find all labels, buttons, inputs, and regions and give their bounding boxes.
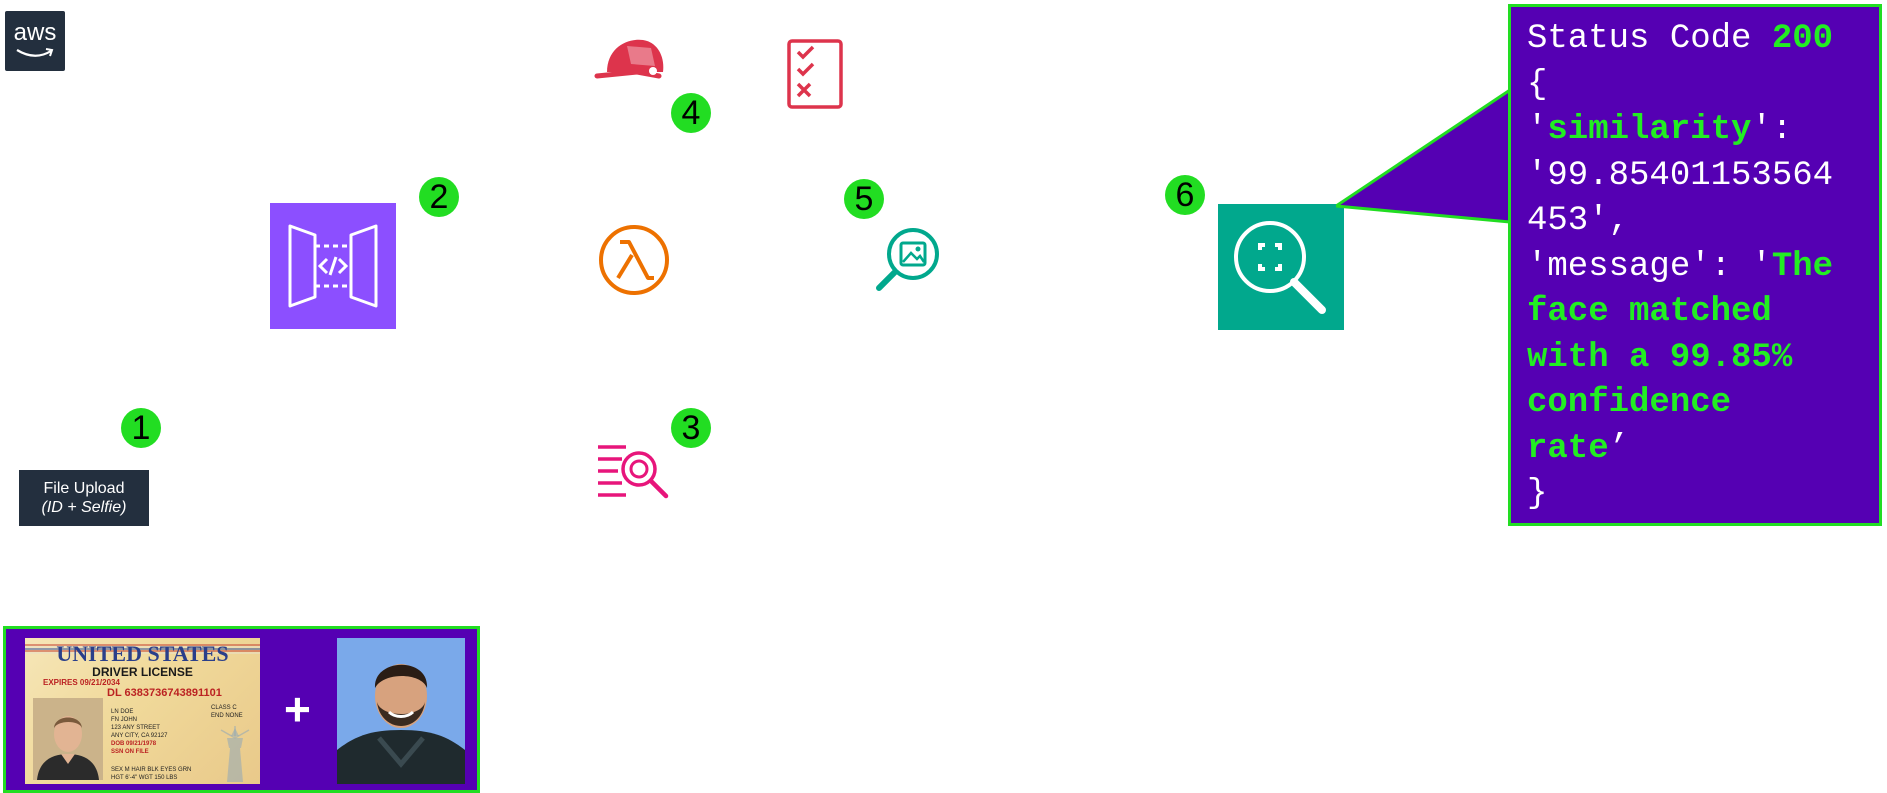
- aws-logo-text: aws: [13, 19, 57, 46]
- response-close-brace: }: [1527, 475, 1548, 513]
- checklist-icon: [787, 39, 843, 109]
- file-upload-button[interactable]: File Upload (ID + Selfie): [19, 470, 149, 526]
- rekognition-icon: [1218, 204, 1344, 330]
- id-card-dl: DL 6383736743891101: [107, 687, 222, 699]
- id-card-address: 123 ANY STREET: [111, 725, 160, 731]
- message-key: 'message': ': [1527, 247, 1772, 286]
- id-card-country: UNITED STATES: [56, 641, 229, 666]
- id-card-photo: [33, 698, 103, 780]
- id-card-expires: EXPIRES 09/21/2034: [43, 678, 120, 687]
- api-response-panel: Status Code 200 { 'similarity': '99.8540…: [1508, 4, 1882, 526]
- message-line4: confidence: [1527, 384, 1732, 422]
- message-close-quote: ’: [1608, 429, 1630, 468]
- step-badge-6: 6: [1165, 175, 1205, 215]
- id-card-fn: FN JOHN: [111, 717, 137, 723]
- step-badge-4: 4: [671, 93, 711, 133]
- textract-icon: [598, 445, 669, 499]
- api-gateway-icon: [270, 203, 396, 329]
- uploaded-images-panel: UNITED STATES DRIVER LICENSE EXPIRES 09/…: [3, 626, 480, 793]
- id-card-city: ANY CITY, CA 92127: [111, 733, 168, 739]
- id-card-dl-number: 6383736743891101: [124, 687, 222, 699]
- similarity-colon: ':: [1751, 111, 1793, 149]
- similarity-open-quote: ': [1527, 111, 1548, 149]
- id-card-doc-type: DRIVER LICENSE: [92, 665, 193, 679]
- step-badge-2: 2: [419, 177, 459, 217]
- aws-smile-icon: [16, 48, 54, 57]
- selfie-image: [337, 638, 465, 784]
- statue-of-liberty-watermark: [220, 726, 250, 782]
- status-code-label: Status Code: [1527, 20, 1772, 58]
- step-badge-3: 3: [671, 408, 711, 448]
- step-badge-1: 1: [121, 408, 161, 448]
- step-badge-5: 5: [844, 179, 884, 219]
- id-card-class: CLASS C: [211, 705, 237, 711]
- similarity-value-line1: '99.85401153564: [1527, 156, 1834, 195]
- id-card-class-block: CLASS C END NONE: [211, 704, 243, 720]
- aws-logo: aws: [5, 11, 65, 71]
- file-upload-label: File Upload: [43, 480, 125, 497]
- file-upload-sublabel: (ID + Selfie): [41, 499, 127, 516]
- helmet-icon: [594, 39, 664, 79]
- id-card-dob: DOB 09/21/1978: [111, 741, 157, 747]
- id-card-fields: LN DOE FN JOHN 123 ANY STREET ANY CITY, …: [111, 708, 191, 782]
- id-card-sex: SEX M HAIR BLK EYES GRN: [111, 767, 192, 773]
- plus-sign: +: [284, 683, 311, 735]
- similarity-key: similarity: [1547, 111, 1752, 149]
- message-line3: with a 99.85%: [1527, 338, 1793, 377]
- id-card-ln: LN DOE: [111, 709, 134, 715]
- status-code-value: 200: [1771, 20, 1834, 58]
- id-card-image: UNITED STATES DRIVER LICENSE EXPIRES 09/…: [25, 638, 260, 784]
- id-card-end: END NONE: [211, 713, 243, 719]
- image-search-icon: [876, 228, 939, 291]
- message-line1: The: [1771, 247, 1834, 286]
- id-card-flag-stripes: [25, 644, 260, 654]
- message-line2: face matched: [1527, 293, 1772, 331]
- message-line5: rate: [1527, 429, 1609, 468]
- id-card-ssn: SSN ON FILE: [111, 749, 149, 755]
- id-card-dl-label: DL: [107, 687, 122, 699]
- response-callout-pointer: [1336, 88, 1511, 224]
- id-card-hgt: HGT 6'-4" WGT 150 LBS: [111, 775, 178, 781]
- response-open-brace: {: [1527, 65, 1548, 104]
- lambda-icon: [599, 225, 669, 295]
- similarity-value-line2: 453',: [1527, 202, 1630, 240]
